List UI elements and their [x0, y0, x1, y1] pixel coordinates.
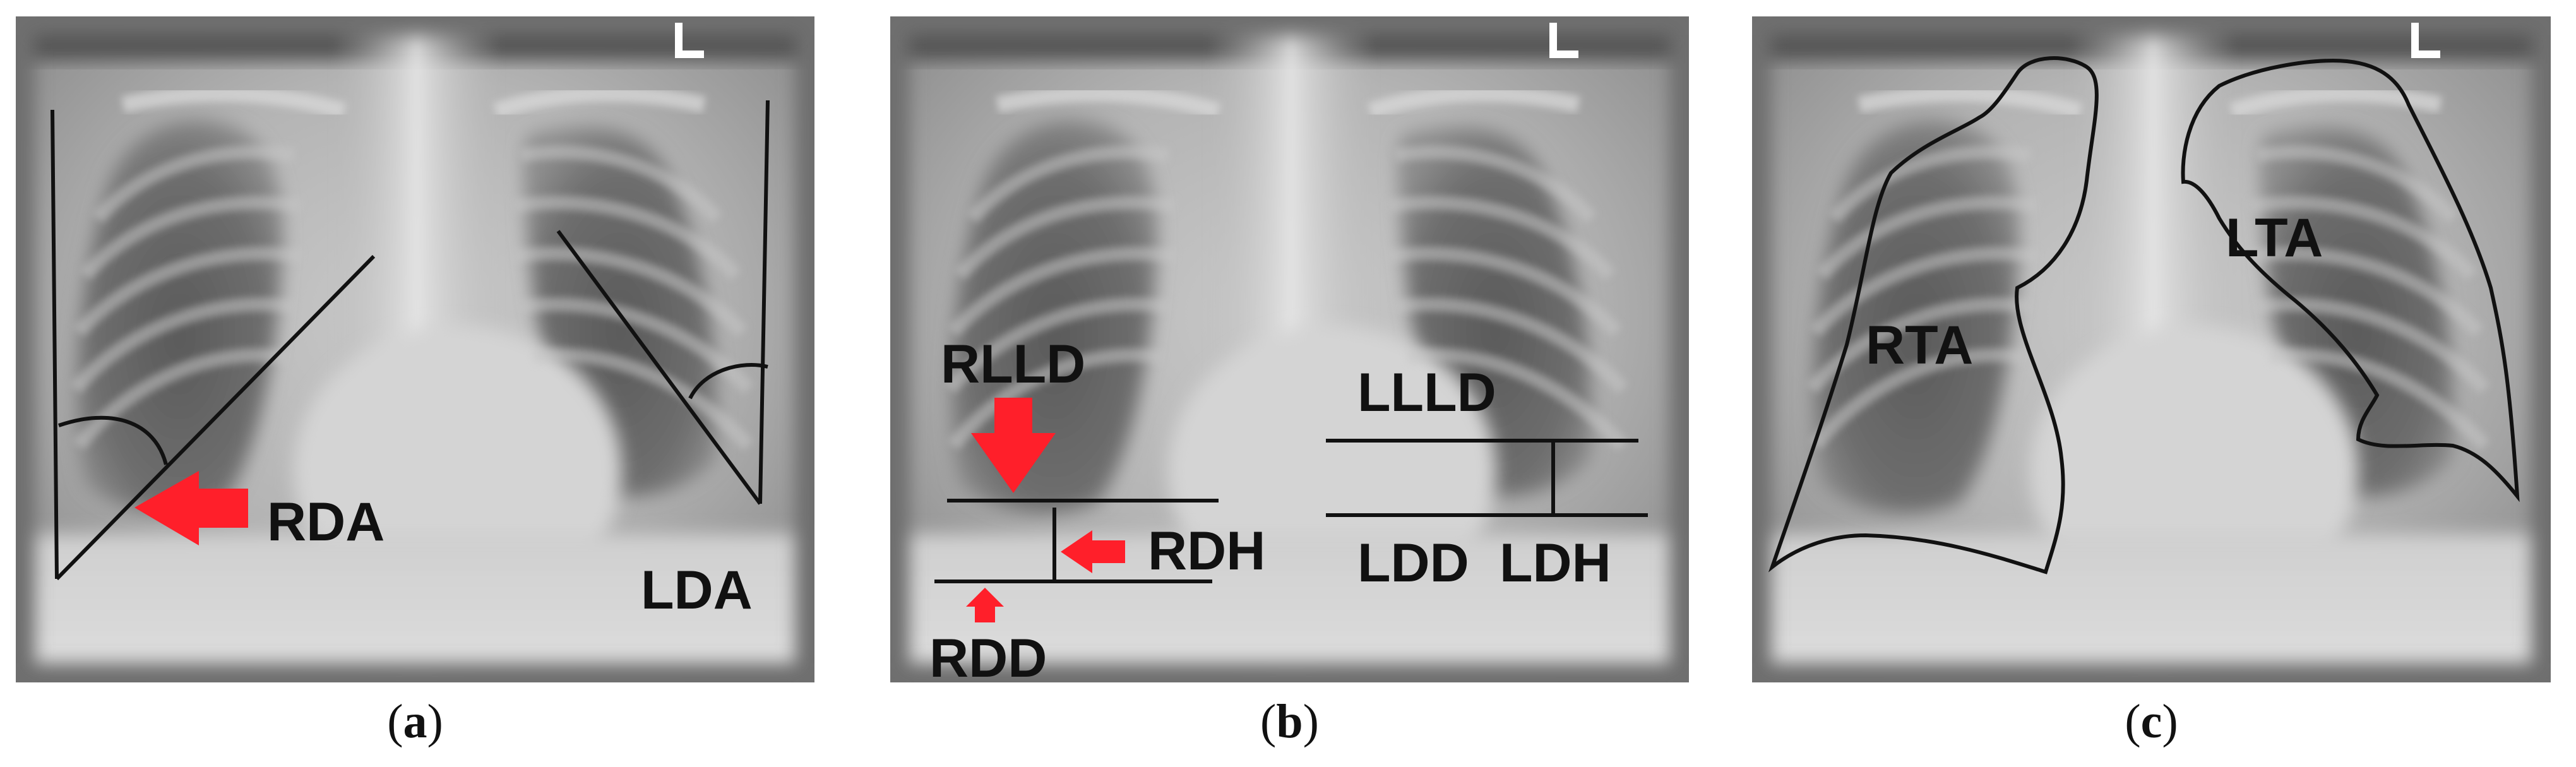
caption-b-letter: b: [1276, 695, 1303, 748]
rdh-arrow: [1061, 530, 1125, 573]
label-llld: LLLD: [1357, 362, 1496, 423]
rlld-arrow: [971, 398, 1056, 493]
caption-c-close: ): [2162, 695, 2178, 748]
xray-image-a: RDA LDA: [16, 16, 814, 682]
panel-b: RLLD RDH RDD LLLD LDD LDH: [890, 16, 1689, 682]
caption-b-close: ): [1303, 695, 1319, 748]
left-lung-lines: [1326, 439, 1648, 517]
label-ldd: LDD: [1357, 533, 1469, 593]
caption-c-letter: c: [2140, 695, 2162, 748]
rda-angle-lines: [51, 109, 376, 581]
rda-arrow: [134, 471, 248, 545]
caption-c-open: (: [2125, 695, 2141, 748]
caption-b-open: (: [1260, 695, 1277, 748]
panel-c: RTA LTA: [1752, 16, 2551, 682]
caption-a-letter: a: [403, 695, 427, 748]
label-rta: RTA: [1866, 315, 1973, 376]
caption-c: (c): [1752, 694, 2551, 749]
right-lung-outline: [1768, 56, 2099, 574]
label-rdh: RDH: [1148, 521, 1265, 581]
panel-a: RDA LDA: [16, 16, 814, 682]
caption-b: (b): [890, 694, 1689, 749]
caption-a: (a): [16, 694, 814, 749]
left-lung-outline: [2181, 58, 2520, 502]
rdd-arrow: [966, 588, 1004, 622]
label-rda: RDA: [267, 492, 385, 552]
label-lda: LDA: [641, 560, 753, 621]
label-ldh: LDH: [1500, 533, 1611, 593]
xray-image-b: RLLD RDH RDD LLLD LDD LDH: [890, 16, 1689, 682]
caption-a-close: ): [427, 695, 443, 748]
label-rdd: RDD: [929, 628, 1047, 682]
label-rlld: RLLD: [941, 334, 1085, 395]
label-lta: LTA: [2226, 208, 2323, 268]
caption-a-open: (: [387, 695, 403, 748]
right-lung-lines: [934, 499, 1219, 583]
lda-angle-lines: [556, 100, 770, 505]
xray-image-c: RTA LTA: [1752, 16, 2551, 682]
